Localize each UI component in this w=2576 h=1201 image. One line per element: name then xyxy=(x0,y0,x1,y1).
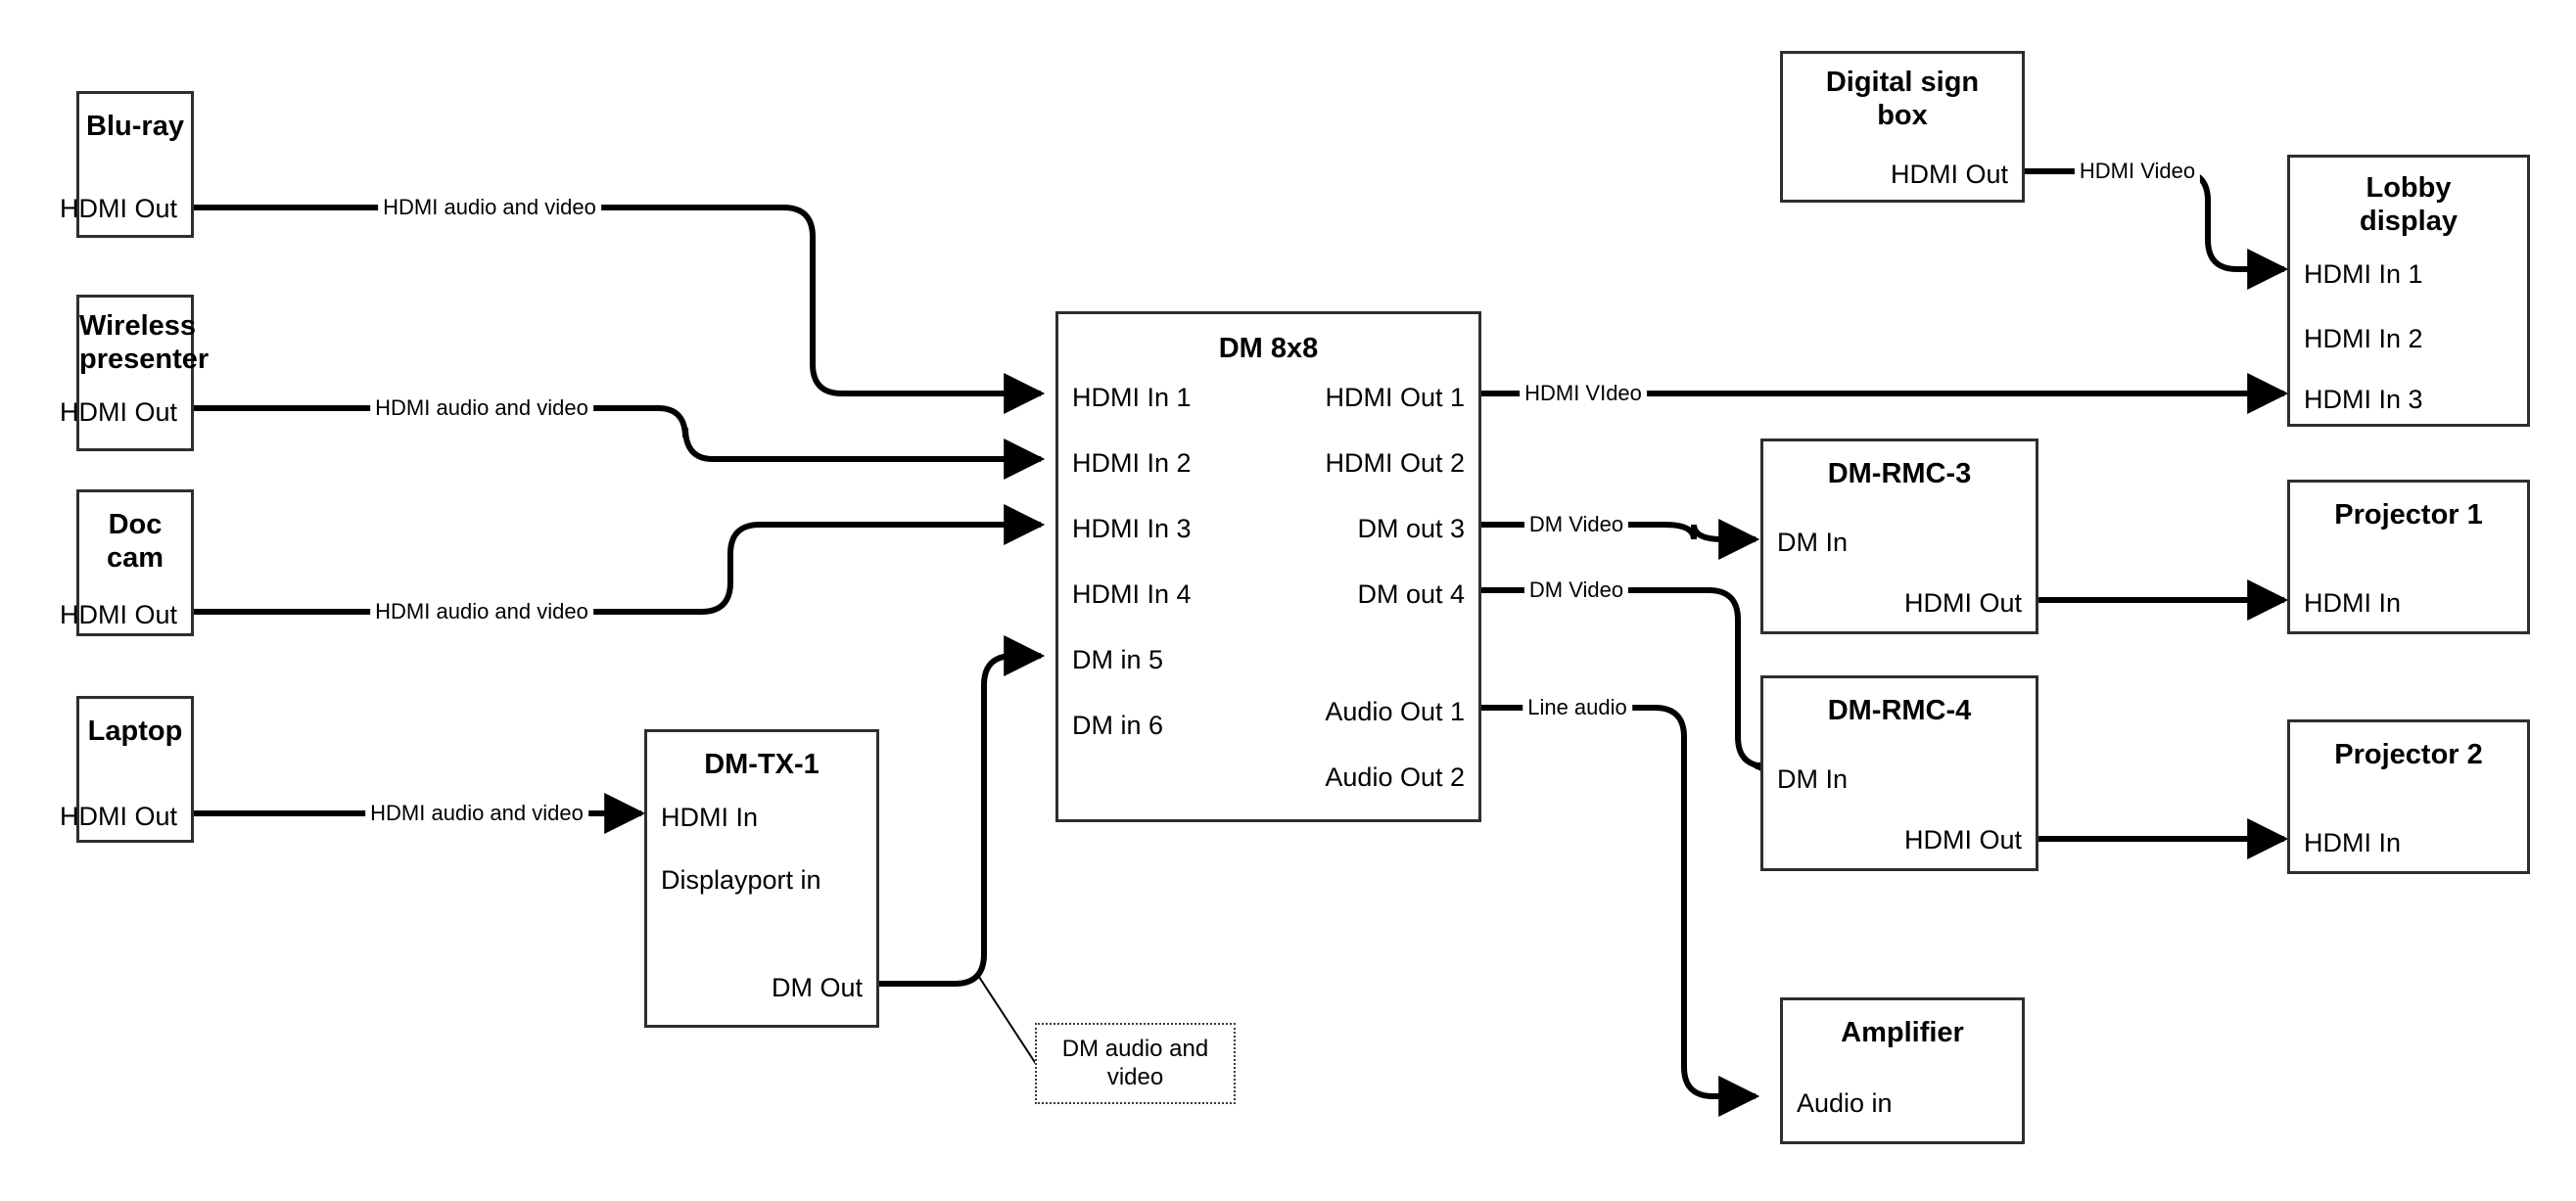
node-dm-8x8-output-dm-out-3[interactable]: DM out 3 xyxy=(1357,514,1465,543)
node-projector-1-port-hdmi-in[interactable]: HDMI In xyxy=(2304,588,2402,618)
edge-label-doccam-to-dm8x8: HDMI audio and video xyxy=(370,599,593,624)
node-dm-8x8-output-audio-out-1[interactable]: Audio Out 1 xyxy=(1325,697,1465,726)
node-wireless-presenter-title-line1: Wireless xyxy=(79,310,197,342)
node-projector-1[interactable]: Projector 1 HDMI In xyxy=(2287,480,2530,634)
node-dm-rmc-3[interactable]: DM-RMC-3 DM In HDMI Out xyxy=(1760,439,2038,634)
node-amplifier-title: Amplifier xyxy=(1841,1017,1964,1048)
node-laptop-title: Laptop xyxy=(87,716,183,747)
node-wireless-presenter[interactable]: Wireless presenter HDMI Out xyxy=(60,295,210,451)
node-dm-rmc-3-port-dm-in[interactable]: DM In xyxy=(1777,528,1849,557)
node-dm-8x8-input-hdmi-in-1[interactable]: HDMI In 1 xyxy=(1072,383,1192,412)
node-dm-8x8-input-dm-in-5[interactable]: DM in 5 xyxy=(1072,645,1164,674)
node-dm-tx-1[interactable]: DM-TX-1 HDMI In Displayport in DM Out xyxy=(644,729,879,1028)
node-dm-rmc-3-title: DM-RMC-3 xyxy=(1827,458,1972,489)
node-dm-tx-1-title: DM-TX-1 xyxy=(704,749,820,780)
node-bluray-port-hdmi-out[interactable]: HDMI Out xyxy=(59,194,177,223)
node-wireless-presenter-port-hdmi-out[interactable]: HDMI Out xyxy=(59,397,177,427)
node-dm-8x8-input-hdmi-in-2[interactable]: HDMI In 2 xyxy=(1072,448,1192,478)
node-dm-8x8-output-audio-out-2[interactable]: Audio Out 2 xyxy=(1325,762,1465,792)
node-dm-8x8-input-hdmi-in-4[interactable]: HDMI In 4 xyxy=(1072,579,1192,609)
node-projector-2-title: Projector 2 xyxy=(2334,739,2483,770)
node-dm-tx-1-port-displayport-in[interactable]: Displayport in xyxy=(661,865,821,895)
node-dm-8x8-output-dm-out-4[interactable]: DM out 4 xyxy=(1357,579,1465,609)
node-lobby-display-title-line1: Lobby xyxy=(2365,172,2452,204)
node-dm-8x8-output-hdmi-out-2[interactable]: HDMI Out 2 xyxy=(1325,448,1465,478)
node-dm-8x8-title: DM 8x8 xyxy=(1218,333,1319,364)
node-laptop[interactable]: Laptop HDMI Out xyxy=(60,696,194,843)
node-bluray-title: Blu-ray xyxy=(86,111,184,142)
node-lobby-display-title-line2: display xyxy=(2360,206,2458,238)
edge-label-laptop-to-dmtx1: HDMI audio and video xyxy=(365,801,588,826)
node-dm-8x8-input-hdmi-in-3[interactable]: HDMI In 3 xyxy=(1072,514,1192,543)
node-doc-cam[interactable]: Doc cam HDMI Out xyxy=(60,489,194,636)
edge-label-wireless-to-dm8x8: HDMI audio and video xyxy=(370,395,593,421)
edge-label-dm8x8-out3-to-rmc3: DM Video xyxy=(1523,512,1629,537)
node-digital-sign-box[interactable]: Digital sign box HDMI Out xyxy=(1780,51,2025,203)
node-lobby-display-port-hdmi-in-3[interactable]: HDMI In 3 xyxy=(2304,385,2423,414)
node-digital-sign-box-port-hdmi-out[interactable]: HDMI Out xyxy=(1890,160,2008,189)
node-dm-rmc-3-port-hdmi-out[interactable]: HDMI Out xyxy=(1903,588,2022,618)
node-amplifier-port-audio-in[interactable]: Audio in xyxy=(1797,1088,1893,1118)
node-dm-rmc-4-port-hdmi-out[interactable]: HDMI Out xyxy=(1903,825,2022,855)
edge-label-sign-to-lobby: HDMI Video xyxy=(2074,159,2201,184)
node-digital-sign-box-title-line2: box xyxy=(1877,100,1928,132)
edge-label-dm8x8-out1-to-lobby: HDMI VIdeo xyxy=(1520,381,1647,406)
node-dm-rmc-4-title: DM-RMC-4 xyxy=(1827,695,1972,726)
node-doc-cam-title: Doc cam xyxy=(106,509,164,575)
node-lobby-display[interactable]: Lobby display HDMI In 1 HDMI In 2 HDMI I… xyxy=(2287,155,2530,427)
node-projector-2-port-hdmi-in[interactable]: HDMI In xyxy=(2304,828,2402,857)
node-lobby-display-port-hdmi-in-2[interactable]: HDMI In 2 xyxy=(2304,324,2423,353)
node-dm-8x8-output-hdmi-out-1[interactable]: HDMI Out 1 xyxy=(1325,383,1465,412)
node-dm-tx-1-port-dm-out[interactable]: DM Out xyxy=(771,973,863,1002)
node-dm-rmc-4-port-dm-in[interactable]: DM In xyxy=(1777,764,1849,794)
node-wireless-presenter-title-line2: presenter xyxy=(79,344,210,376)
node-doc-cam-port-hdmi-out[interactable]: HDMI Out xyxy=(59,600,177,629)
node-projector-2[interactable]: Projector 2 HDMI In xyxy=(2287,719,2530,874)
node-digital-sign-box-title-line1: Digital sign xyxy=(1825,67,1980,98)
node-dm-8x8[interactable]: DM 8x8 HDMI In 1 HDMI In 2 HDMI In 3 HDM… xyxy=(1055,311,1481,822)
edge-label-dm8x8-audio1-to-amplifier: Line audio xyxy=(1522,695,1632,720)
annotation-dm-audio-and-video: DM audio and video xyxy=(1035,1023,1236,1104)
node-bluray[interactable]: Blu-ray HDMI Out xyxy=(60,91,194,238)
edge-label-bluray-to-dm8x8: HDMI audio and video xyxy=(378,195,601,220)
node-amplifier[interactable]: Amplifier Audio in xyxy=(1780,997,2025,1144)
node-dm-8x8-input-dm-in-6[interactable]: DM in 6 xyxy=(1072,711,1164,740)
node-laptop-port-hdmi-out[interactable]: HDMI Out xyxy=(59,802,177,831)
node-projector-1-title: Projector 1 xyxy=(2334,499,2483,531)
node-dm-tx-1-port-hdmi-in[interactable]: HDMI In xyxy=(661,803,759,832)
node-lobby-display-port-hdmi-in-1[interactable]: HDMI In 1 xyxy=(2304,259,2423,289)
node-dm-rmc-4[interactable]: DM-RMC-4 DM In HDMI Out xyxy=(1760,675,2038,871)
edge-label-dm8x8-out4-to-rmc4: DM Video xyxy=(1523,577,1629,603)
